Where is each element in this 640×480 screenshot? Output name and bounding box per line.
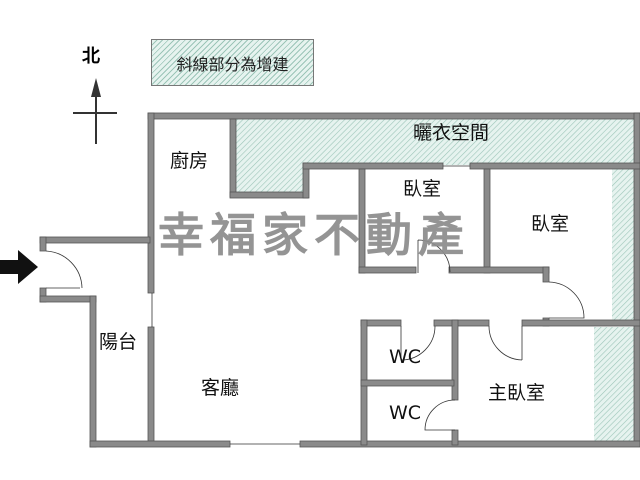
doors-windows [45,165,585,445]
hatched-bedroom-strip [612,169,634,321]
room-living: 客廳 [201,377,240,399]
legend-box: 斜線部分為增建 [151,39,314,86]
room-bedroom-1: 臥室 [403,178,442,200]
room-wc-2: WC [389,402,422,424]
hatched-laundry-area [236,119,634,195]
room-master-bedroom: 主臥室 [488,382,546,404]
room-kitchen: 廚房 [170,150,209,172]
room-laundry: 曬衣空間 [413,122,490,144]
watermark: 幸福家不動產 [158,208,470,262]
room-bedroom-2: 臥室 [531,213,570,235]
hatched-master-strip [594,327,634,441]
room-wc-1: WC [389,346,422,368]
legend-text: 斜線部分為增建 [176,54,289,74]
room-balcony: 陽台 [99,331,138,353]
entrance-arrow-icon [0,250,38,284]
north-label: 北 [82,46,100,67]
north-arrow-icon [73,78,117,144]
walls [39,112,640,448]
